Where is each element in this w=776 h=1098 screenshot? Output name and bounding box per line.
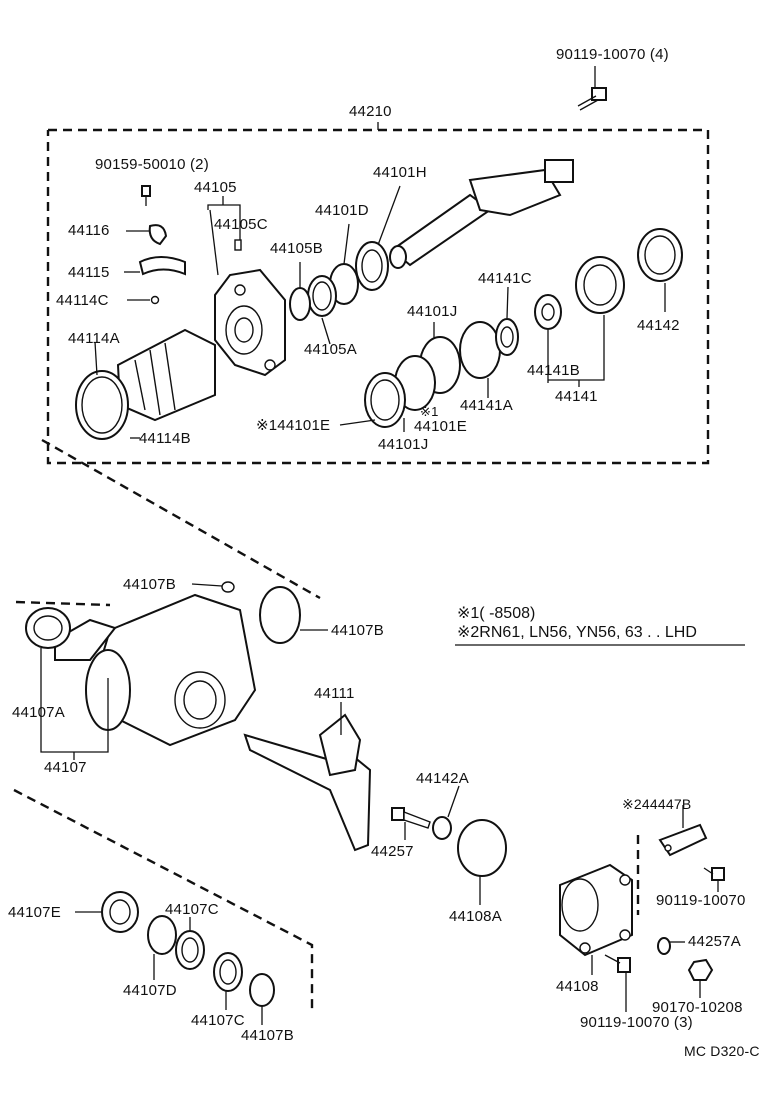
label-44114B: 44114B [139, 430, 191, 447]
bearing-44141B [534, 294, 562, 330]
label-44257: 44257 [371, 843, 414, 860]
label-44101H: 44101H [373, 164, 427, 181]
bolt-90119-10070-3 [604, 954, 631, 973]
label-90119-10070-4: 90119-10070 (4) [556, 46, 669, 63]
label-44105A: 44105A [304, 341, 357, 358]
label-44107E: 44107E [8, 904, 61, 921]
cover-plug-44108A [457, 819, 507, 877]
label-44108A: 44108A [449, 908, 502, 925]
input-shaft-44101H [389, 159, 574, 269]
label-44141B: 44141B [527, 362, 580, 379]
label-44107A: 44107A [12, 704, 65, 721]
oring-44114C [150, 295, 160, 305]
label-44141: 44141 [555, 388, 598, 405]
clamp-44116 [148, 224, 168, 246]
side-cover-44108 [559, 863, 633, 957]
valve-housing-44105 [214, 268, 286, 377]
gear-housing-44107 [54, 593, 257, 747]
label-44101E-right: 44101E [414, 418, 467, 435]
label-44111: 44111 [314, 685, 355, 702]
label-44101J-top: 44101J [407, 303, 458, 320]
label-44101J-bottom: 44101J [378, 436, 429, 453]
diagram-code: MC D320-C [684, 1043, 760, 1059]
bracket-44447B [658, 823, 708, 857]
bushing-44107A [25, 607, 71, 649]
label-44107: 44107 [44, 759, 87, 776]
ring-44105B [289, 287, 311, 321]
label-44105C: 44105C [214, 216, 268, 233]
label-44115: 44115 [68, 264, 110, 281]
sector-shaft-44111 [243, 713, 372, 852]
snap-ring-44107D [147, 915, 177, 955]
seal-44107E [101, 891, 139, 933]
bearing-44141C [495, 318, 519, 356]
label-44107B-a: 44107B [123, 576, 176, 593]
seal-guide-line [13, 788, 314, 1010]
oring-44107B-small [221, 581, 235, 593]
label-44114A: 44114A [68, 330, 120, 347]
label-44447B: ※244447B [622, 796, 692, 812]
pin-44105C [234, 239, 242, 251]
oring-44107B-large [259, 586, 301, 644]
bolt-90119-10070-right [703, 867, 725, 881]
bolt-90159-50010 [141, 185, 151, 206]
label-44141A: 44141A [460, 397, 513, 414]
label-44116: 44116 [68, 222, 110, 239]
label-44107B-b: 44107B [331, 622, 384, 639]
label-44257A: 44257A [688, 933, 741, 950]
nut-90170-10208 [687, 958, 714, 981]
label-90119-10070-right: 90119-10070 [656, 892, 746, 909]
bolt-90119-10070-top [577, 66, 607, 111]
washer-44142A [432, 816, 452, 840]
bolt-44257 [391, 807, 431, 829]
washer-44257A [657, 937, 671, 955]
label-44105B: 44105B [270, 240, 323, 257]
label-44107C-a: 44107C [165, 901, 219, 918]
label-44142A: 44142A [416, 770, 469, 787]
boot-44114A [75, 328, 216, 440]
label-44107B-c: 44107B [241, 1027, 294, 1044]
label-44114C: 44114C [56, 292, 109, 309]
label-44108: 44108 [556, 978, 599, 995]
assembly-boundary [46, 128, 710, 465]
hose-44115 [138, 256, 186, 276]
label-44101E-left: ※144101E [256, 417, 331, 434]
ring-44141A [459, 321, 501, 379]
label-90119-10070-3: 90119-10070 (3) [580, 1014, 693, 1031]
label-44210: 44210 [349, 103, 392, 120]
label-44105: 44105 [194, 179, 237, 196]
label-90170-10208: 90170-10208 [652, 999, 743, 1016]
locknut-44142 [637, 228, 683, 282]
label-44101D: 44101D [315, 202, 369, 219]
label-44107D: 44107D [123, 982, 177, 999]
label-44141C: 44141C [478, 270, 532, 287]
label-90159-50010-2: 90159-50010 (2) [95, 156, 209, 173]
label-44107C-b: 44107C [191, 1012, 245, 1029]
housing-guide-line-2 [15, 600, 111, 607]
housing-guide-line [41, 438, 321, 600]
label-44142-top: 44142 [637, 317, 680, 334]
label-mark-1: ※1 [420, 404, 439, 419]
note-1: ※1( -8508) [457, 605, 536, 622]
oring-44107B-bottom [249, 973, 275, 1007]
note-2: ※2RN61, LN56, YN56, 63 . . LHD [457, 624, 697, 641]
adjust-screw-44141 [575, 256, 625, 314]
